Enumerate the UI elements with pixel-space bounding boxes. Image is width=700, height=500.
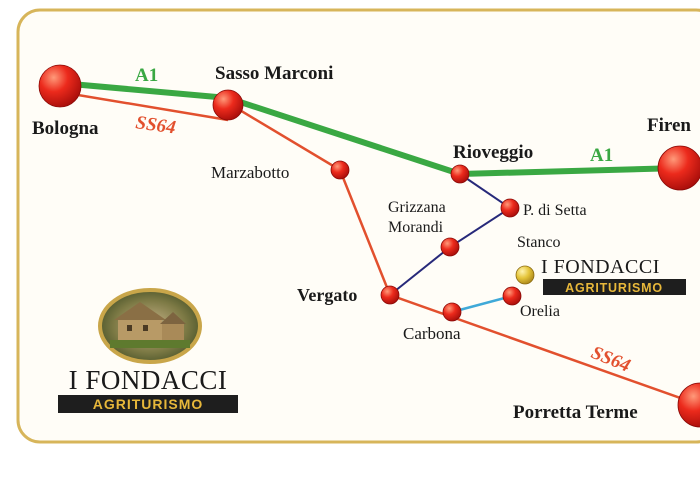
node-rioveggio: [450, 164, 470, 184]
map-farm-tag-bg: [543, 279, 686, 295]
label-marzabotto: Marzabotto: [211, 163, 289, 182]
node-marzabotto: [330, 160, 350, 180]
node-vergato: [380, 285, 400, 305]
label-porretta: Porretta Terme: [513, 402, 638, 423]
node-sasso-marconi: [212, 89, 244, 121]
road-a1: [59, 80, 681, 177]
node-fondacci-farm: [515, 265, 535, 285]
map-farm-name: I FONDACCI: [541, 256, 660, 278]
road-local: [389, 173, 512, 296]
label-vergato: Vergato: [297, 285, 357, 305]
brand-tag-bg: [58, 395, 238, 413]
node-carbona: [442, 302, 462, 322]
brand-tag: AGRITURISMO: [93, 396, 204, 412]
label-grizzana-line1: Grizzana: [388, 199, 446, 216]
label-grizzana-line2: Morandi: [388, 219, 444, 236]
node-orelia: [502, 286, 522, 306]
node-porretta: [677, 382, 700, 428]
road-label-a1-east: A1: [590, 145, 613, 166]
label-carbona: Carbona: [403, 324, 461, 343]
node-grizzana: [440, 237, 460, 257]
label-firenze: Firen: [647, 115, 691, 136]
road-to-farm: [451, 294, 513, 314]
label-bologna: Bologna: [32, 118, 99, 139]
road-label-a1-west: A1: [135, 65, 158, 86]
node-p-di-setta: [500, 198, 520, 218]
farmhouse-icon: [110, 302, 190, 348]
map-nodes: [38, 64, 700, 428]
road-ss64: [59, 90, 700, 407]
label-orelia: Orelia: [520, 303, 560, 320]
map-farm-tag: AGRITURISMO: [565, 281, 663, 295]
map-farm-marker: I FONDACCI AGRITURISMO: [541, 256, 686, 295]
label-rioveggio: Rioveggio: [453, 142, 533, 163]
label-p-di-setta: P. di Setta: [523, 202, 587, 219]
label-sasso-marconi: Sasso Marconi: [215, 63, 333, 84]
node-firenze: [657, 145, 700, 191]
node-bologna: [38, 64, 82, 108]
brand-logo: I FONDACCI AGRITURISMO: [58, 288, 238, 413]
brand-name: I FONDACCI: [69, 365, 228, 395]
label-stanco: Stanco: [517, 234, 561, 251]
